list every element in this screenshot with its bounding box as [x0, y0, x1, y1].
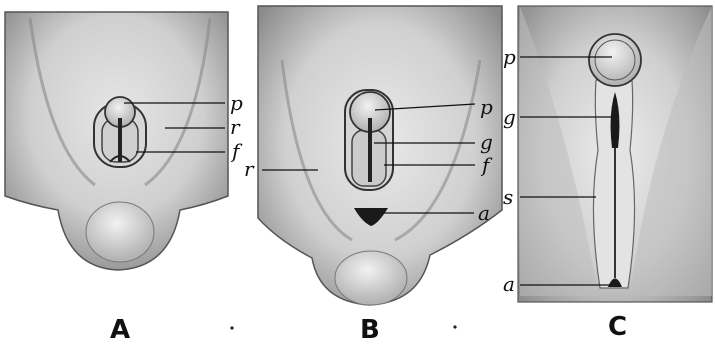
panel-a: p r f A	[5, 12, 243, 345]
panel-b-label-g: g	[480, 130, 493, 154]
dot-mark	[453, 325, 456, 328]
panel-a-label-r: r	[230, 115, 241, 139]
panel-c-label-g: g	[503, 105, 516, 129]
panel-b-label-r: r	[244, 157, 255, 181]
panel-b-label-p: p	[480, 95, 493, 119]
panel-c-tubercle	[589, 34, 641, 86]
panel-a-lower-bulge	[86, 202, 154, 262]
panel-c-caption: C	[608, 312, 627, 342]
dot-mark	[230, 326, 233, 329]
panel-a-label-p: p	[230, 91, 243, 115]
panel-c: p g s a C	[503, 6, 712, 342]
panel-b-caption: B	[360, 315, 380, 345]
panel-b: p g r f a B	[244, 6, 502, 345]
panel-c-label-p: p	[503, 45, 516, 69]
panel-b-label-a: a	[478, 201, 490, 225]
panel-c-label-s: s	[503, 185, 513, 209]
panel-a-caption: A	[110, 315, 130, 345]
panel-b-lower-bulge	[335, 251, 407, 305]
panel-c-label-a: a	[503, 272, 515, 296]
panel-a-label-f: f	[230, 139, 243, 163]
